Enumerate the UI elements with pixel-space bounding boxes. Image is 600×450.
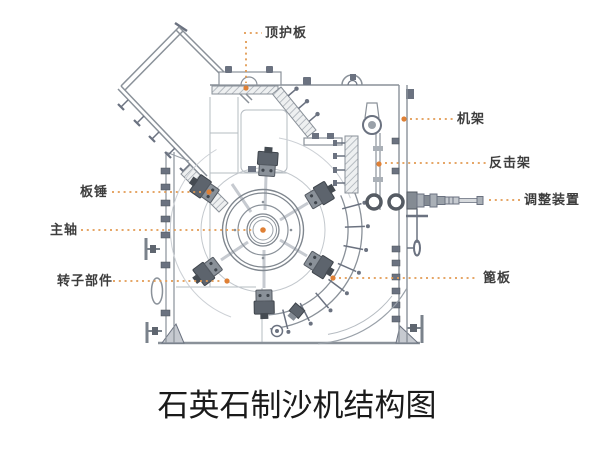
leader-anchor-dots [206, 85, 407, 284]
label-adjusting-device: 调整装置 [524, 192, 581, 207]
adjusting-device-drawing [406, 191, 484, 257]
label-grate-plate: 篦板 [483, 270, 512, 285]
main-shaft-anchor-dot [260, 227, 266, 233]
housing-top [210, 66, 414, 99]
plate-hammer-block [188, 174, 220, 204]
leader-lines [81, 32, 521, 284]
label-impact-rack: 反击架 [489, 155, 532, 170]
discharge-curve [270, 287, 408, 345]
plate-hammer-block [253, 289, 275, 320]
label-top-guard-plate: 顶护板 [265, 25, 308, 40]
label-frame: 机架 [457, 111, 486, 126]
plate-hammer-block [256, 146, 279, 177]
plate-hammer-block [304, 181, 336, 210]
right-wall-frame [391, 85, 408, 343]
label-rotor-assembly: 转子部件 [57, 273, 114, 288]
label-plate-hammer: 板锤 [80, 184, 109, 199]
plate-hammer-block [303, 250, 335, 280]
left-wall [144, 151, 190, 343]
diagram-caption: 石英石制沙机结构图 [157, 388, 437, 423]
base-frame [145, 315, 424, 345]
plate-hammers [188, 146, 336, 320]
impact-rack-drawing [271, 86, 405, 211]
plate-hammer-block [192, 256, 223, 286]
feed-chute [117, 21, 253, 213]
label-main-shaft: 主轴 [50, 222, 79, 237]
